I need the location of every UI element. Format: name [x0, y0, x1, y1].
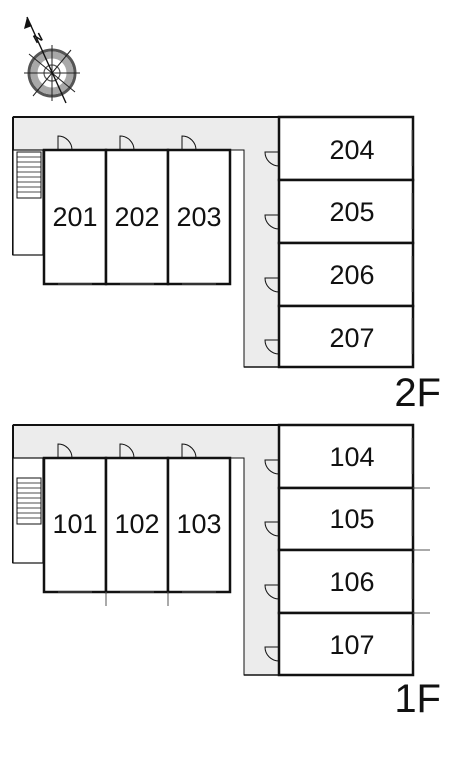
room-203: 203 [166, 148, 232, 286]
window-marks [58, 130, 413, 354]
room-106: 106 [277, 548, 415, 615]
room-label: 203 [176, 202, 221, 232]
floor-1f: 101 102 103 104 105 106 107 [12, 423, 441, 721]
room-label: 103 [176, 509, 221, 539]
room-103: 103 [166, 456, 232, 594]
room-label: 201 [52, 202, 97, 232]
room-label: 205 [329, 197, 374, 227]
room-104: 104 [277, 423, 415, 490]
door-icon [57, 135, 280, 355]
room-105: 105 [277, 486, 415, 552]
room-label: 202 [114, 202, 159, 232]
room-201: 201 [42, 148, 108, 286]
room-label: 206 [329, 260, 374, 290]
door-icon [57, 443, 280, 662]
floor-2f: 201 202 203 204 205 206 207 [12, 115, 441, 415]
compass-rose-icon: N [24, 16, 80, 104]
room-label: 102 [114, 509, 159, 539]
room-label: 204 [329, 135, 374, 165]
room-label: 106 [329, 567, 374, 597]
floor-label-2f: 2F [394, 371, 441, 415]
room-101: 101 [42, 456, 108, 594]
room-102: 102 [104, 456, 170, 594]
room-205: 205 [277, 178, 415, 245]
north-letter: N [31, 30, 45, 46]
room-label: 107 [329, 630, 374, 660]
window-marks [58, 438, 430, 661]
room-204: 204 [277, 115, 415, 182]
stairs-2f [16, 151, 42, 199]
room-label: 101 [52, 509, 97, 539]
stairs-1f [16, 477, 42, 525]
room-202: 202 [104, 148, 170, 286]
room-label: 105 [329, 504, 374, 534]
room-207: 207 [277, 304, 415, 369]
room-206: 206 [277, 241, 415, 308]
room-label: 104 [329, 442, 374, 472]
floor-label-1f: 1F [394, 677, 441, 721]
room-label: 207 [329, 323, 374, 353]
north-arrow-icon [24, 16, 67, 104]
room-107: 107 [277, 611, 415, 677]
